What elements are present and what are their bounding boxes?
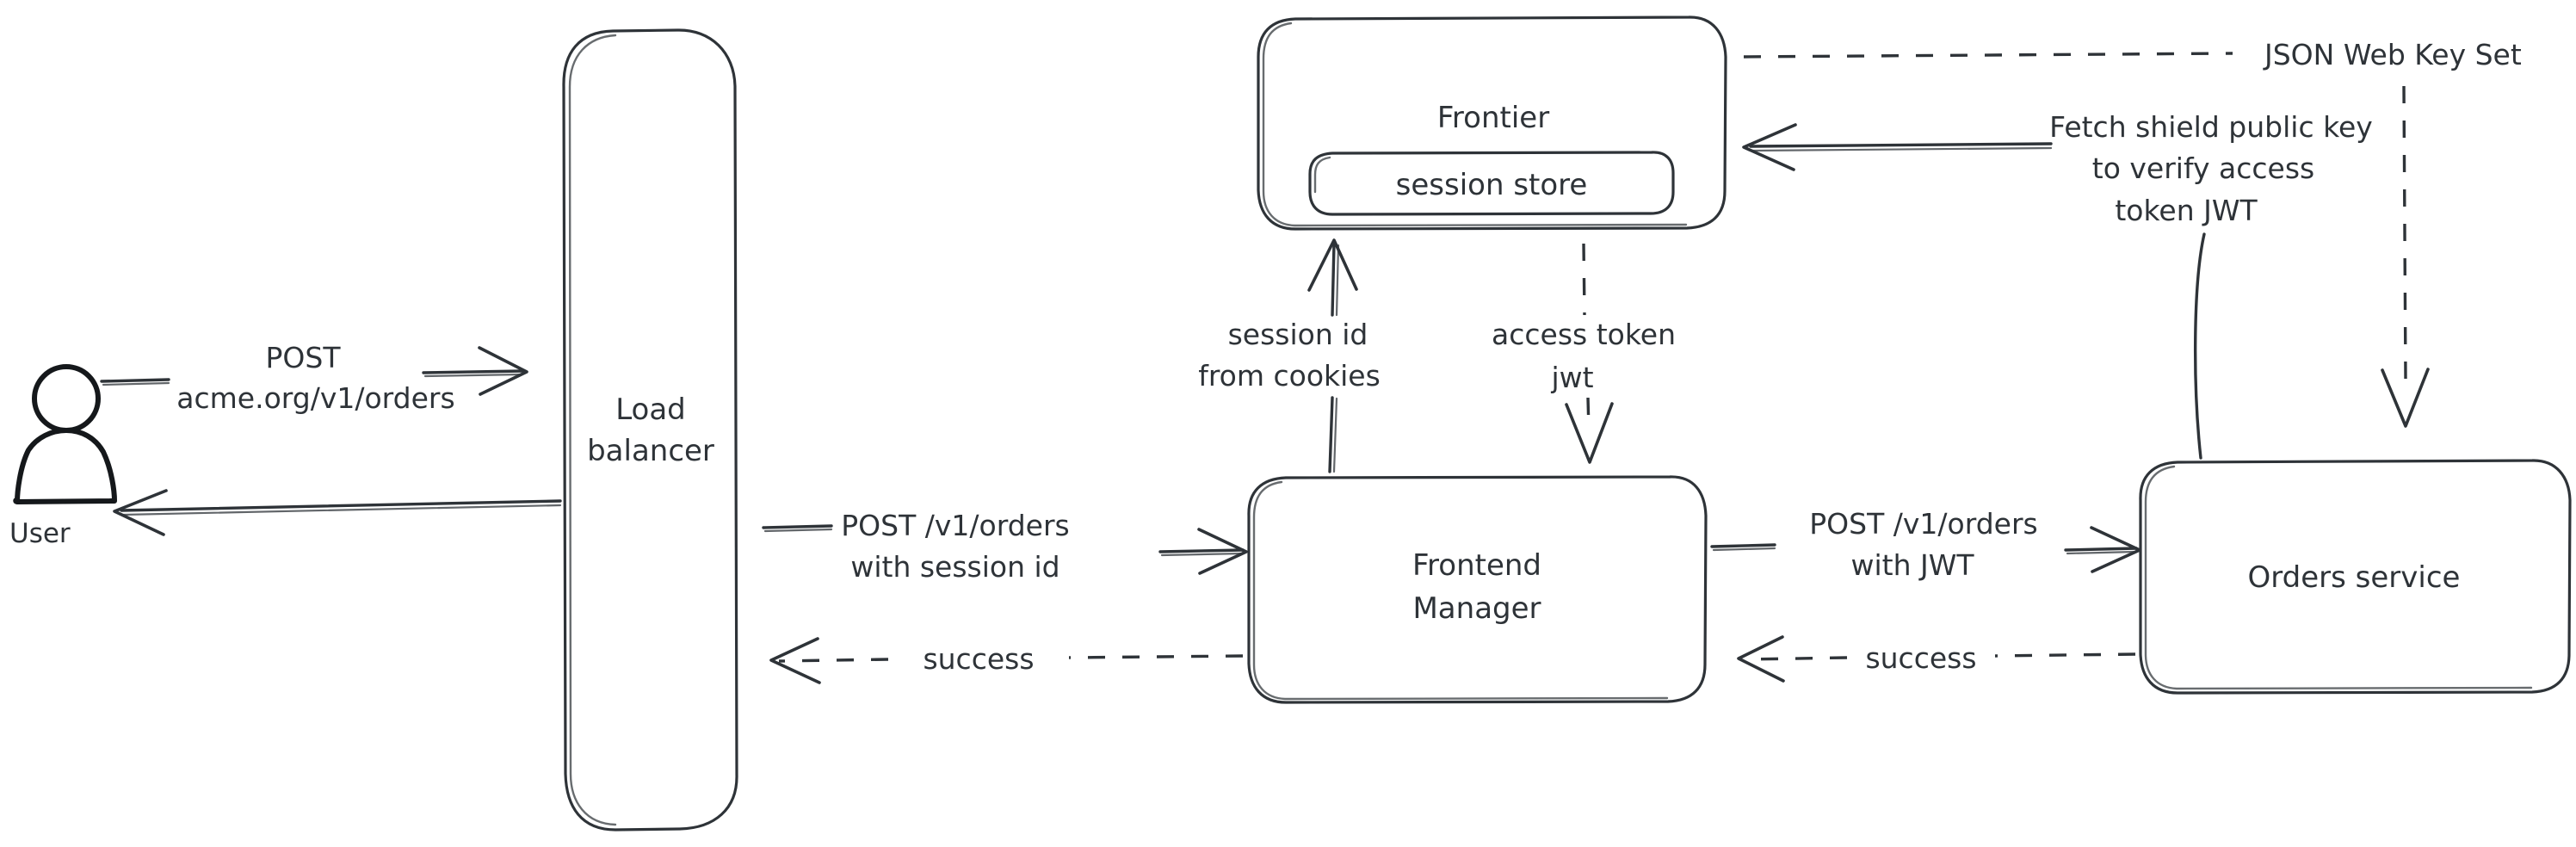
edge-orders-to-frontier-label-line1: Fetch shield public key [2049, 110, 2373, 144]
frontend-manager-label-line1: Frontend [1412, 548, 1541, 583]
edge-frontier-to-orders-jwks-label: JSON Web Key Set [2263, 38, 2522, 71]
frontier-label: Frontier [1437, 101, 1549, 135]
user-actor-icon [13, 364, 117, 504]
edge-user-to-lb-label-line2: acme.org/v1/orders [176, 381, 454, 415]
edge-fm-to-orders-label-line1: POST /v1/orders [1809, 507, 2037, 541]
edge-fm-to-lb-success-label: success [923, 642, 1034, 676]
edge-fm-to-frontier [1307, 238, 1358, 473]
orders-service-label: Orders service [2248, 560, 2461, 595]
edge-lb-to-frontend-manager [762, 524, 1248, 575]
edge-user-to-load-balancer [100, 346, 528, 396]
load-balancer-label-line2: balancer [587, 434, 714, 468]
edge-lb-to-fm-label-line1: POST /v1/orders [841, 509, 1069, 542]
edge-fm-to-orders [1710, 526, 2141, 573]
edge-frontier-to-fm [1565, 243, 1614, 464]
edge-user-to-lb-label-line1: POST [266, 341, 342, 374]
edge-load-balancer-to-user [113, 489, 562, 536]
edge-frontier-to-orders-jwks [1743, 52, 2430, 428]
load-balancer-label-line1: Load [615, 393, 686, 427]
node-frontend-manager[interactable] [1247, 475, 1708, 704]
edge-fm-to-frontier-label-line1: session id [1228, 318, 1368, 351]
edge-lb-to-fm-label-line2: with session id [850, 550, 1059, 584]
edge-fm-to-frontier-label-line2: from cookies [1198, 359, 1381, 393]
session-store-label: session store [1396, 168, 1588, 202]
node-session-store[interactable] [1308, 151, 1675, 216]
edge-fm-to-lb-success [769, 637, 1244, 684]
node-load-balancer[interactable] [562, 28, 738, 832]
edge-orders-to-frontier-fetch [1742, 123, 2206, 460]
user-actor-label: User [9, 518, 71, 549]
edge-orders-to-frontier-label-line3: token JWT [2115, 194, 2258, 227]
edge-orders-to-frontier-label-line2: to verify access [2092, 151, 2314, 185]
frontend-manager-label-line2: Manager [1412, 591, 1541, 626]
node-orders-service[interactable] [2139, 459, 2572, 695]
edge-frontier-to-fm-label-line1: access token [1492, 318, 1676, 351]
edge-frontier-to-fm-label-line2: jwt [1550, 361, 1593, 394]
edge-fm-to-orders-label-line2: with JWT [1850, 548, 1974, 582]
edge-orders-to-fm-success [1737, 635, 2136, 683]
edge-orders-to-fm-success-label: success [1865, 641, 1976, 675]
